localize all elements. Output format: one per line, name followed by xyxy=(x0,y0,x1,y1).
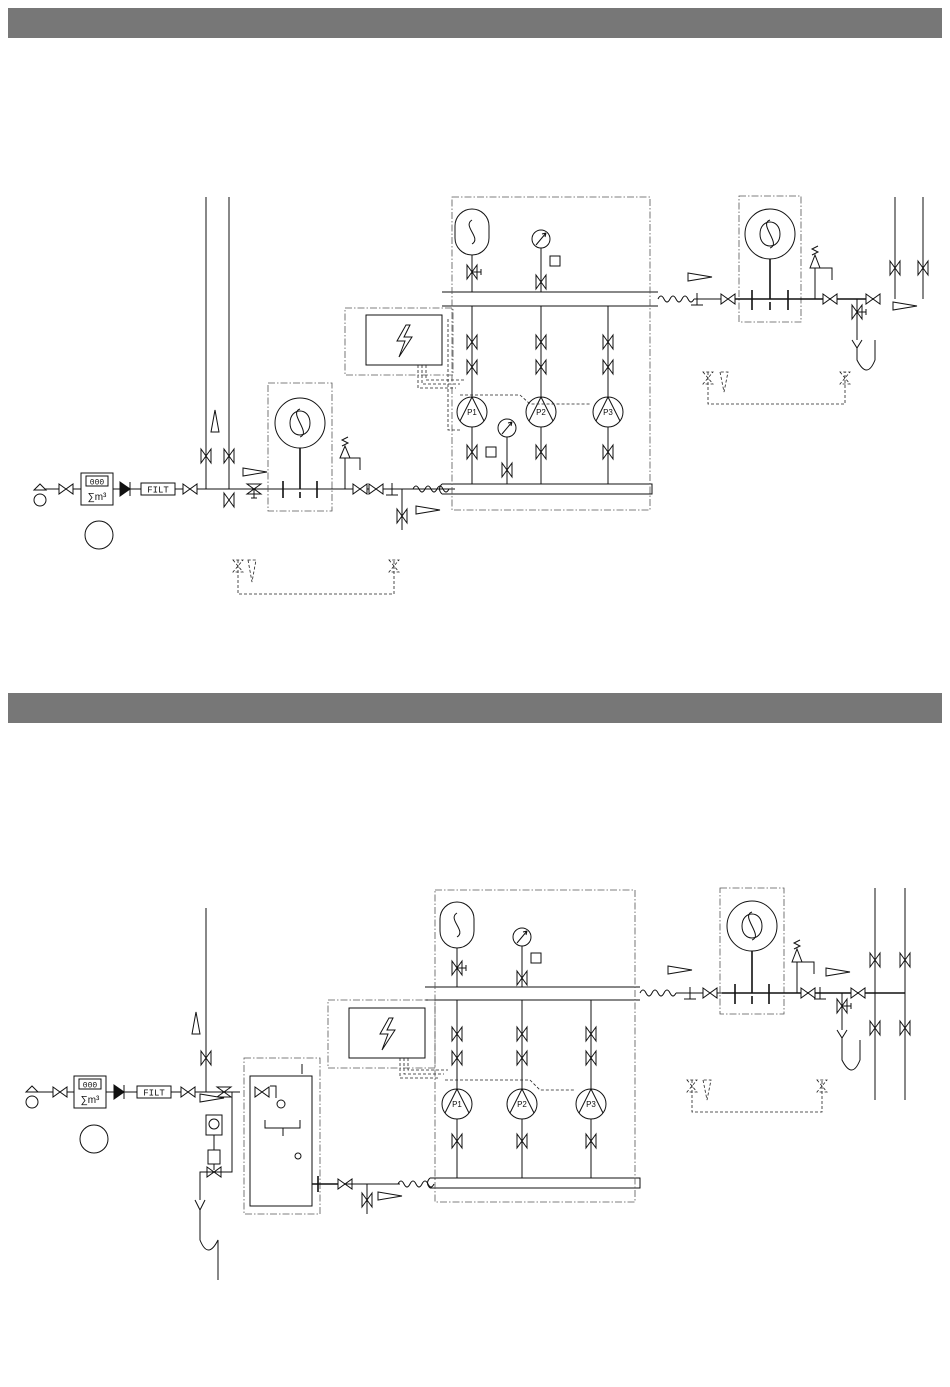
svg-text:FILT: FILT xyxy=(147,486,169,496)
svg-text:000: 000 xyxy=(90,479,105,488)
pump-columns-bottom: P1 P2 P3 xyxy=(442,1000,606,1178)
marker-circle xyxy=(80,1125,108,1153)
water-meter-icon: 000 ∑m³ xyxy=(74,1076,106,1108)
filter-icon: FILT xyxy=(141,483,175,496)
lightning-icon xyxy=(349,1008,425,1058)
lightning-icon xyxy=(366,315,442,365)
check-valve-icon xyxy=(120,482,130,496)
svg-text:P2: P2 xyxy=(517,1100,527,1109)
svg-text:P3: P3 xyxy=(586,1100,596,1109)
diagram-top: 000 ∑m³ FILT xyxy=(34,196,928,594)
svg-text:P3: P3 xyxy=(603,408,613,417)
svg-text:000: 000 xyxy=(83,1082,98,1091)
svg-text:P2: P2 xyxy=(536,408,546,417)
marker-circle xyxy=(85,521,113,549)
water-meter-icon: 000 ∑m³ xyxy=(81,473,113,505)
svg-text:P1: P1 xyxy=(452,1100,462,1109)
svg-text:∑m³: ∑m³ xyxy=(88,492,107,503)
pump-columns-top: P1 P2 P3 xyxy=(448,306,623,484)
svg-text:FILT: FILT xyxy=(143,1089,165,1099)
svg-text:P1: P1 xyxy=(467,408,477,417)
check-valve-icon xyxy=(114,1085,124,1099)
filter-icon: FILT xyxy=(137,1086,171,1099)
svg-text:∑m³: ∑m³ xyxy=(81,1095,100,1106)
diagram-bottom: 000 ∑m³ FILT xyxy=(26,888,910,1280)
